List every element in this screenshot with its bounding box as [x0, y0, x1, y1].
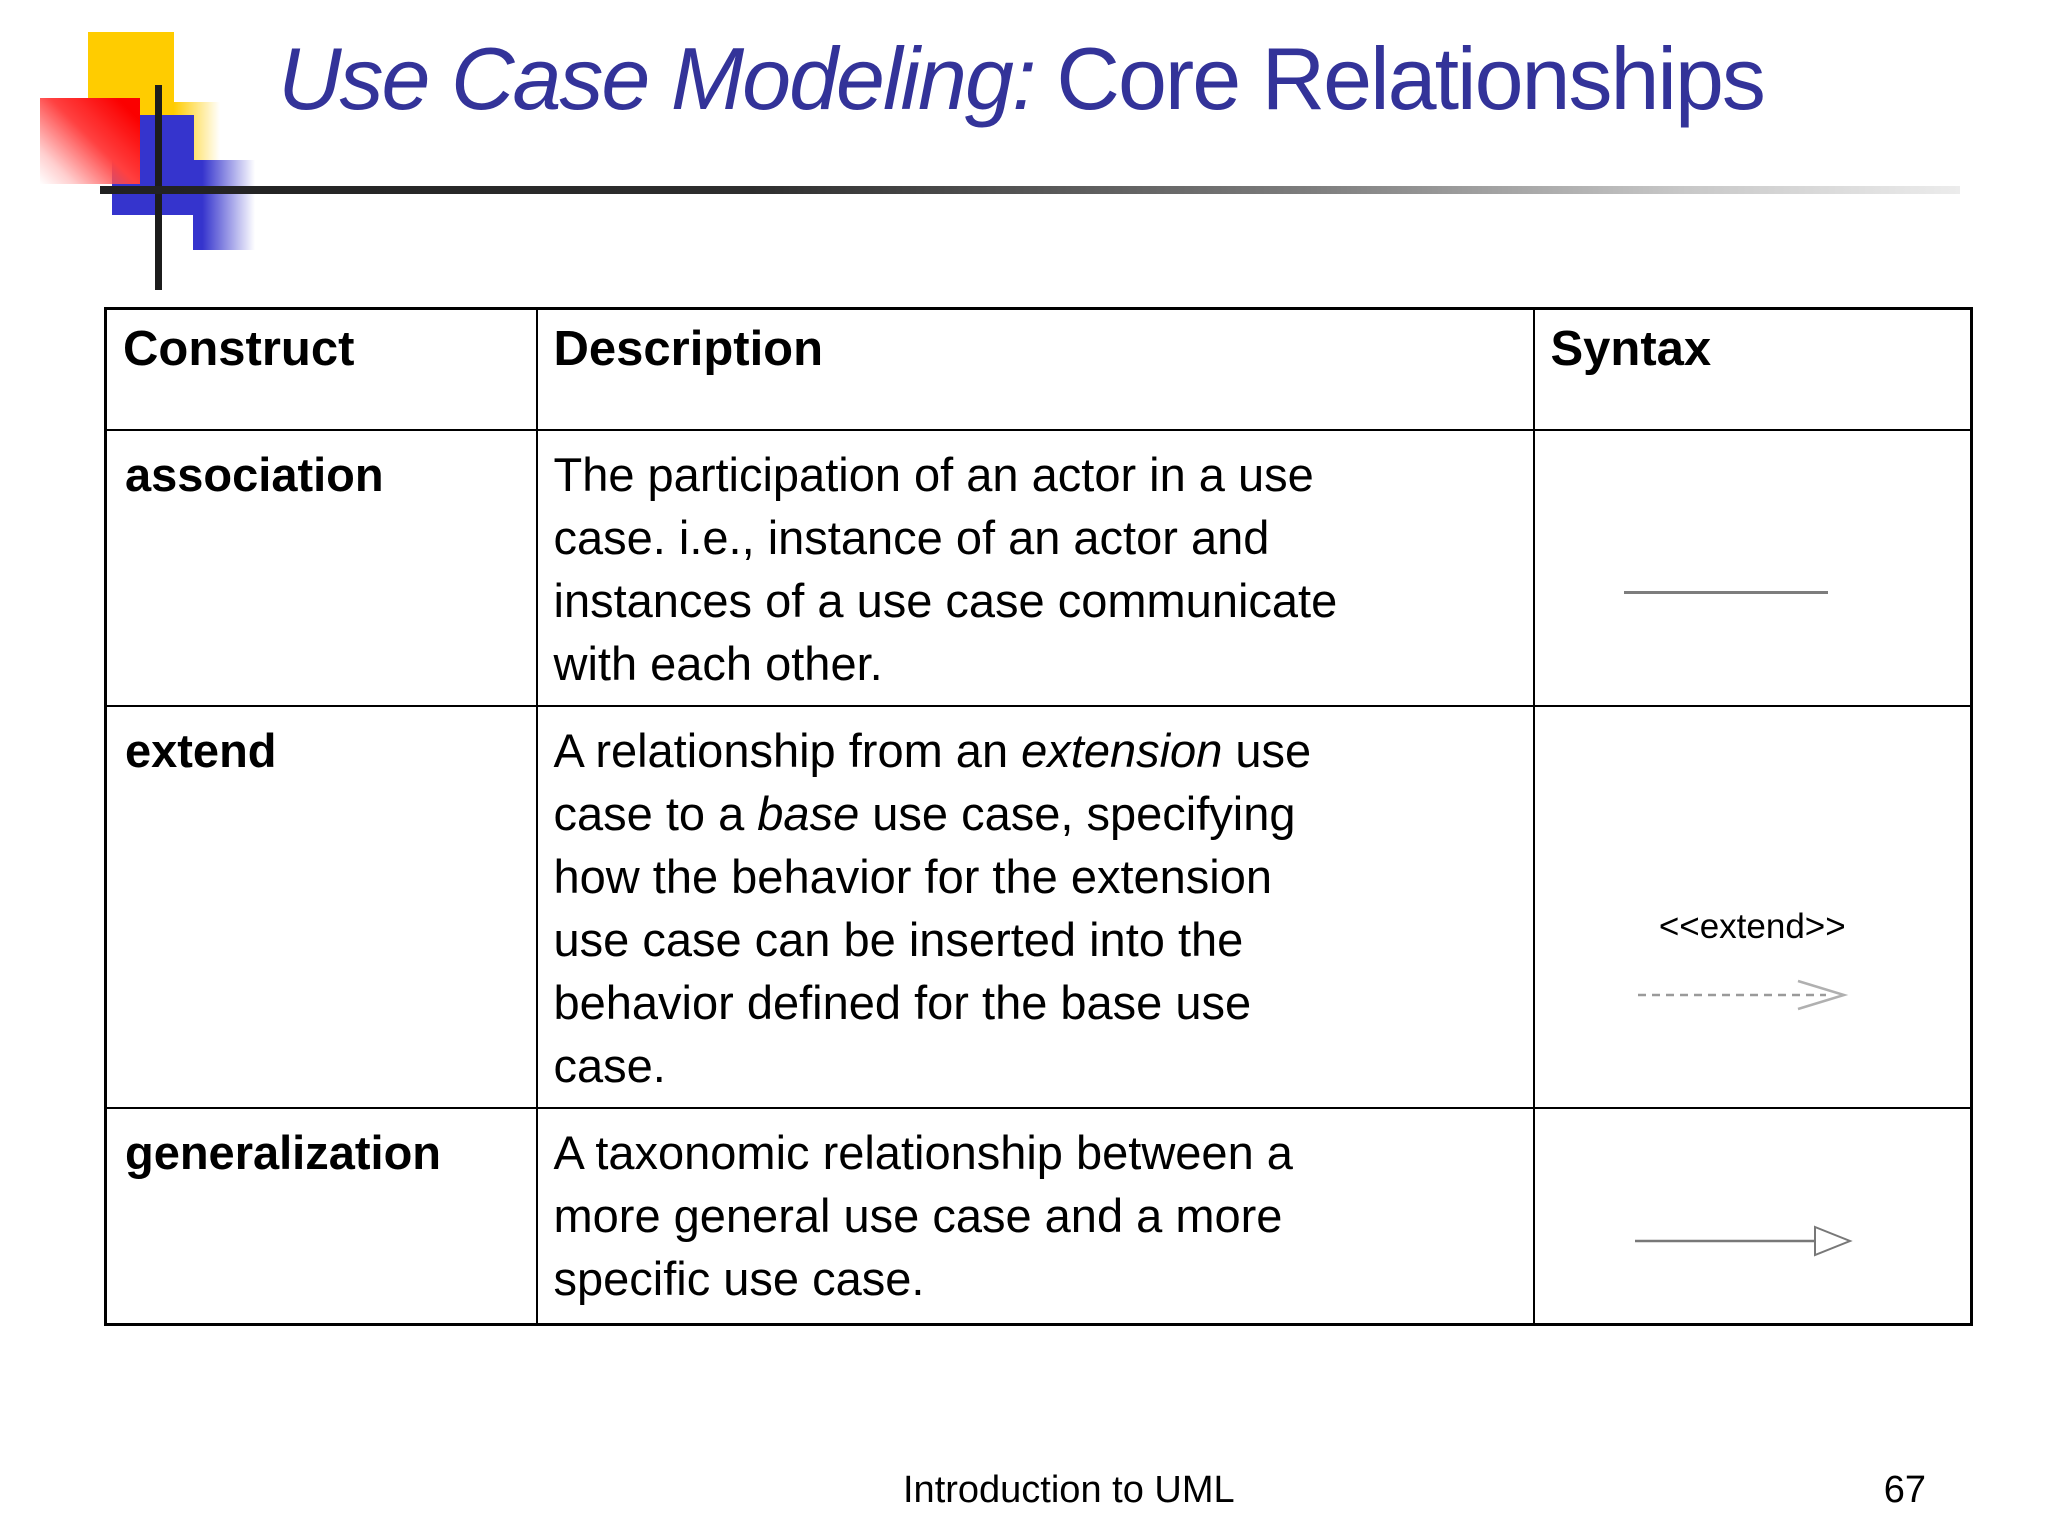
page-number: 67: [1883, 1469, 1926, 1511]
syntax-cell: <<extend>>: [1532, 705, 1973, 1109]
title-regular-part: Core Relationships: [1056, 29, 1765, 128]
generalization-arrow-icon: [1634, 1225, 1853, 1257]
syntax-cell: [1532, 1107, 1973, 1326]
table-header-row: Construct Description Syntax: [104, 307, 1973, 431]
title-italic-part: Use Case Modeling:: [278, 29, 1036, 128]
relationships-table: Construct Description Syntax association…: [104, 307, 1973, 1326]
column-header-description: Description: [535, 307, 1535, 431]
extend-stereotype-label: <<extend>>: [1658, 907, 1846, 946]
column-header-syntax: Syntax: [1532, 307, 1973, 431]
description-cell: A taxonomic relationship between a more …: [535, 1107, 1535, 1326]
syntax-cell: [1532, 429, 1973, 707]
title-underline-rule: [100, 186, 1960, 194]
description-italic-word: extension: [1021, 724, 1223, 777]
column-header-construct: Construct: [104, 307, 538, 431]
construct-cell: association: [104, 429, 538, 707]
table-row-association: association The participation of an acto…: [104, 429, 1973, 707]
footer-title: Introduction to UML: [903, 1469, 1235, 1511]
decoration-red-square: [40, 98, 140, 184]
decoration-blue-fade-square: [193, 160, 255, 250]
description-cell: The participation of an actor in a use c…: [535, 429, 1535, 707]
association-line-icon: [1623, 591, 1828, 594]
construct-cell: extend: [104, 705, 538, 1109]
description-text: use case, specifying how the behavior fo…: [553, 787, 1296, 1092]
description-cell: A relationship from an extension use cas…: [535, 705, 1535, 1109]
slide-title: Use Case Modeling:Core Relationships: [278, 24, 1766, 134]
description-text: A relationship from an: [553, 724, 1022, 777]
table-row-generalization: generalization A taxonomic relationship …: [104, 1107, 1973, 1326]
table-row-extend: extend A relationship from an extension …: [104, 705, 1973, 1109]
extend-dashed-arrow-icon: [1637, 979, 1848, 1011]
construct-cell: generalization: [104, 1107, 538, 1326]
slide-footer: Introduction to UML 67: [0, 1466, 2048, 1516]
description-italic-word: base: [757, 787, 860, 840]
description-text: use case to a: [553, 724, 1312, 840]
